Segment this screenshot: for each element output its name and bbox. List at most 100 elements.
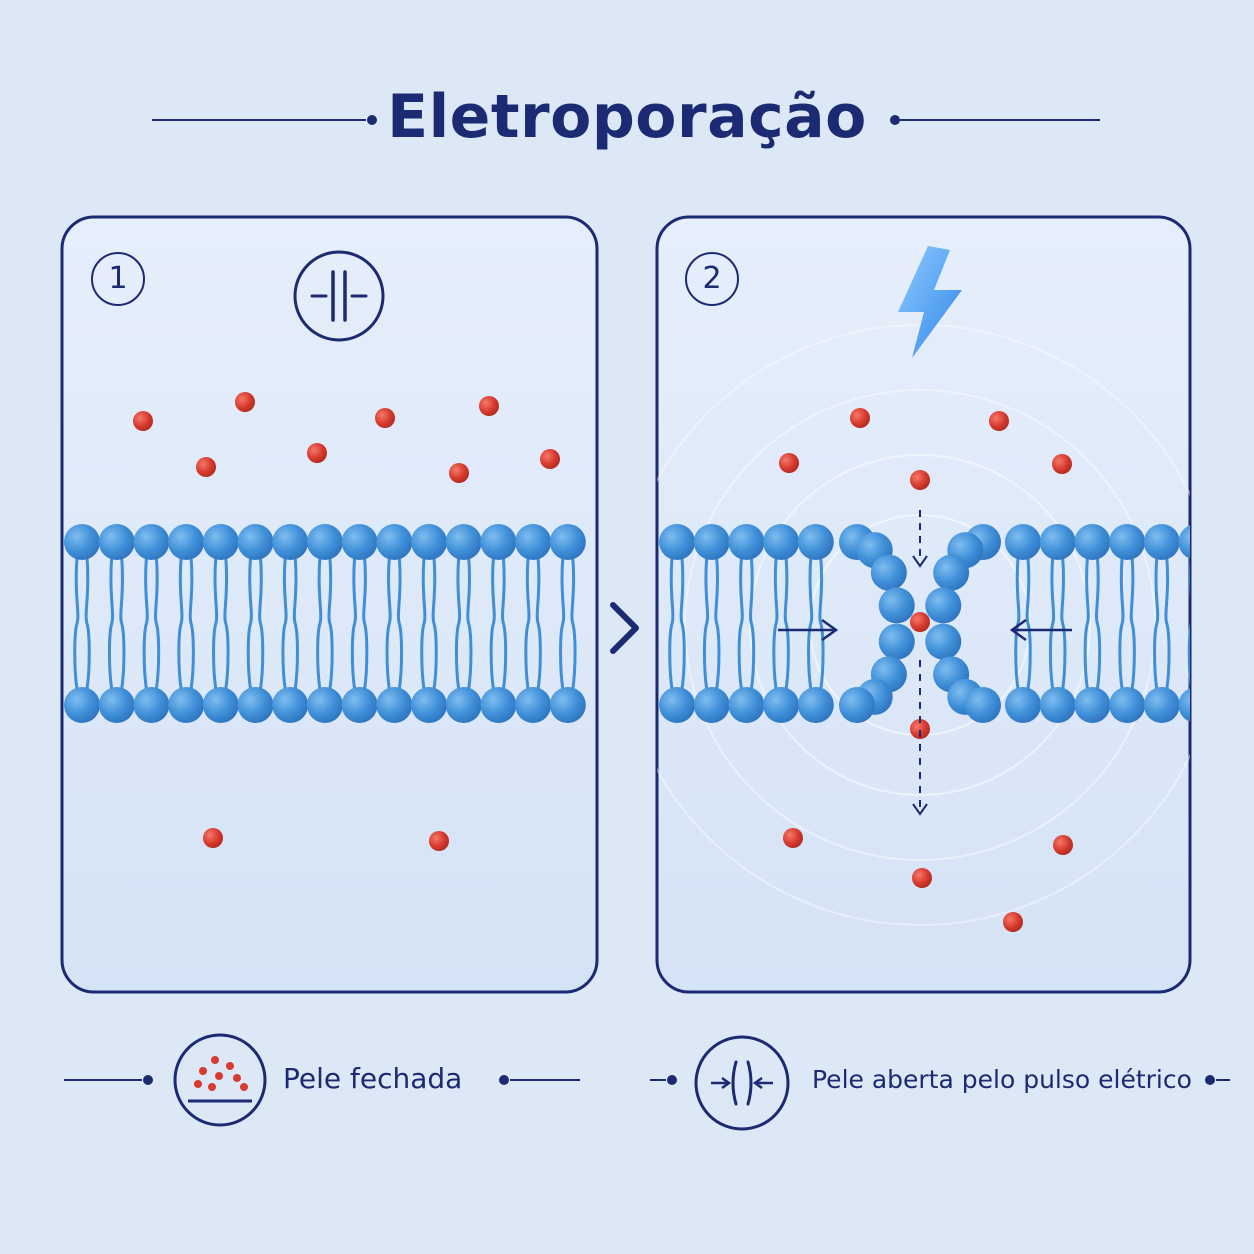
lipid-tail [350, 557, 357, 690]
lipid-tail [188, 557, 195, 690]
lipid-tail [818, 557, 825, 690]
lipid-tail [1153, 557, 1160, 690]
lipid-head [133, 687, 170, 723]
lipid-head [728, 687, 765, 723]
lipid-tail [702, 557, 710, 690]
legend-label-closed: Pele fechada [283, 1062, 463, 1095]
particle [910, 612, 930, 632]
particle [133, 411, 153, 431]
lipid-head [411, 524, 447, 560]
lipid-tail [154, 557, 161, 690]
lipid-head [878, 623, 915, 660]
lipid-head [728, 524, 765, 560]
lipid-tail [559, 557, 566, 690]
panel-closed [60, 215, 599, 994]
lipid-head [549, 687, 586, 723]
legend-decoration-1 [64, 1075, 580, 1085]
particle [479, 396, 499, 416]
lipid-tail [1201, 558, 1204, 689]
lipid-head [98, 687, 135, 723]
lipid-tail [281, 557, 288, 690]
lipid-head [1143, 687, 1180, 723]
lipid-tail [1095, 557, 1102, 690]
legend-decoration-2 [650, 1075, 1230, 1085]
flow-arrow-lower [912, 660, 928, 816]
particle [989, 411, 1009, 431]
lipid-tail [466, 557, 473, 690]
push-arrow-left [1009, 618, 1072, 642]
lipid-head [1005, 687, 1041, 723]
push-arrow-right [778, 618, 839, 642]
title-decoration-left [152, 115, 377, 125]
step-badge-1: 1 [91, 252, 145, 306]
particle [1052, 454, 1072, 474]
lipid-head [839, 687, 875, 723]
particle [375, 408, 395, 428]
lipid-tail [1014, 557, 1021, 690]
particle [779, 453, 799, 473]
particle [910, 719, 930, 739]
lipid-head [925, 587, 962, 624]
lipid-head [659, 524, 695, 560]
legend-label-open: Pele aberta pelo pulso elétrico [812, 1065, 1192, 1094]
lipid-tail [327, 557, 334, 690]
lipid-tail [1187, 557, 1190, 690]
lipid-head [480, 687, 517, 723]
lipid-tail [524, 557, 531, 690]
lipid-head [878, 587, 915, 624]
particle [307, 443, 327, 463]
lipid-tail [316, 557, 323, 690]
lipid-tail [714, 557, 721, 690]
lipid-tail [1164, 557, 1171, 690]
lipid-tail [737, 557, 744, 690]
open-pore-icon [694, 1035, 790, 1131]
lipid-head [64, 687, 100, 723]
particle [783, 828, 803, 848]
membrane-open [659, 524, 1204, 723]
electrodes-icon [293, 250, 385, 342]
lipid-head [376, 687, 413, 723]
lipid-head [237, 687, 274, 723]
particle [235, 392, 255, 412]
lipid-tail [385, 557, 392, 690]
particles-flowing [779, 408, 1073, 932]
lipid-head [445, 524, 482, 560]
lipid-tail [772, 557, 779, 690]
particle [850, 408, 870, 428]
lipid-head [64, 524, 100, 560]
flow-arrow-upper [912, 510, 928, 568]
lipid-tail [84, 557, 91, 690]
lightning-bolt-icon [898, 246, 962, 358]
lipid-tail [1060, 557, 1067, 690]
chevron-right-icon [610, 602, 639, 654]
particles-outside [133, 392, 560, 851]
lipid-tail [119, 557, 126, 690]
lipid-tail [396, 557, 404, 690]
panel-open [655, 215, 1204, 994]
lipid-head [376, 524, 413, 560]
lipid-tail [749, 557, 756, 690]
lipid-head [1109, 687, 1146, 723]
lipid-tail [679, 557, 686, 690]
lipid-head [965, 687, 1001, 723]
lipid-head [515, 524, 552, 560]
lipid-head [1039, 524, 1076, 560]
lipid-head [168, 687, 205, 723]
lipid-head [925, 623, 962, 660]
lipid-tail [246, 557, 253, 690]
lipid-head [1074, 524, 1111, 560]
lipid-tail [73, 557, 80, 690]
lipid-head [1039, 687, 1076, 723]
lipid-tail [535, 557, 542, 690]
lipid-head [445, 687, 482, 723]
lipid-tail [454, 557, 462, 690]
closed-membrane-icon [173, 1033, 267, 1127]
step-badge-2: 2 [685, 252, 739, 306]
lipid-head [870, 554, 907, 591]
lipid-head [411, 687, 447, 723]
lipid-head [133, 524, 170, 560]
lipid-tail [362, 557, 369, 690]
lipid-tail [107, 557, 115, 690]
lipid-head [480, 524, 517, 560]
lipid-head [549, 524, 586, 560]
